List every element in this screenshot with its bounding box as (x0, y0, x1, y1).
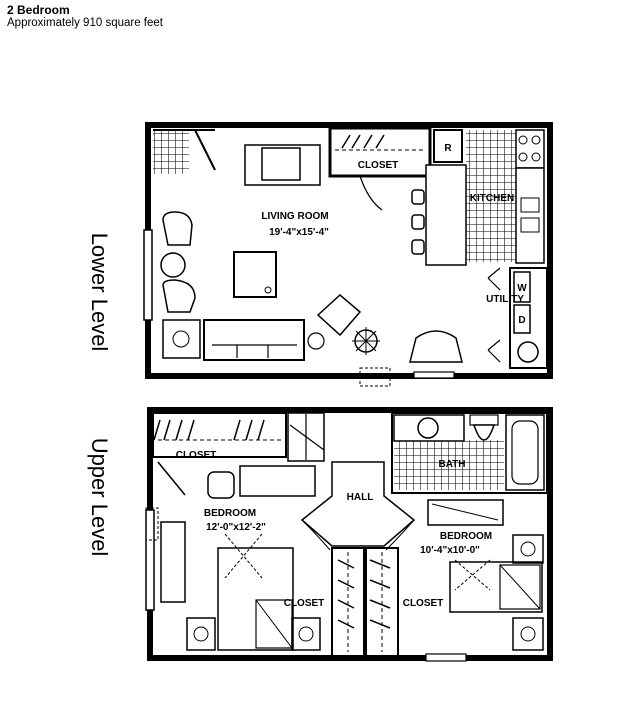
sink (417, 417, 439, 439)
vanity (393, 414, 465, 442)
bed (217, 547, 294, 651)
chair (207, 471, 235, 499)
nightstand (512, 534, 544, 564)
upper-level-label: Upper Level (87, 438, 112, 557)
hall-label: HALL (347, 492, 374, 503)
kitchen-peninsula (425, 164, 467, 266)
bedroom1-dims: 12'-0"x12'-2" (206, 522, 266, 533)
stair-tiles (153, 130, 189, 174)
living-room-dims: 19'-4"x15'-4" (269, 227, 329, 238)
refrigerator (433, 129, 463, 163)
toilet-tank (469, 414, 499, 426)
closet-bedroom2-label: CLOSET (403, 598, 444, 609)
chair (162, 279, 196, 313)
living-room-label: LIVING ROOM (261, 211, 328, 222)
sofa (203, 319, 305, 361)
water-heater (517, 341, 539, 363)
closet-lower-label: CLOSET (358, 160, 399, 171)
toilet (472, 424, 496, 441)
hall-outline (300, 461, 416, 547)
closet-bedroom1-label: CLOSET (284, 598, 325, 609)
bath-tiles (394, 440, 504, 490)
dresser (239, 465, 316, 497)
bedroom2-dims: 10'-4"x10'-0" (420, 545, 480, 556)
nightstand (512, 617, 544, 651)
closet-bedroom2 (365, 547, 399, 657)
bar-stool (411, 189, 425, 205)
utility-room (509, 267, 548, 369)
bath-label: BATH (438, 459, 465, 470)
stairs (287, 412, 325, 462)
window (143, 229, 153, 321)
armchair (244, 144, 321, 186)
end-table (162, 319, 201, 359)
dresser (427, 499, 504, 526)
kitchen-label: KITCHEN (470, 193, 514, 204)
armchair (316, 294, 362, 337)
bedroom1-label: BEDROOM (204, 508, 256, 519)
plan-title: 2 Bedroom (7, 3, 70, 17)
refrigerator-label: R (444, 143, 452, 154)
bathroom (391, 412, 548, 494)
utility-label: UTILITY (486, 294, 524, 305)
front-door (359, 367, 391, 387)
chair (162, 211, 193, 246)
dining-table (409, 330, 463, 363)
window (145, 509, 155, 611)
bar-stool (411, 239, 425, 255)
window (425, 653, 467, 662)
lower-level-label: Lower Level (87, 233, 112, 352)
coffee-table (233, 251, 277, 298)
bar-stool (411, 214, 425, 230)
side-table (160, 252, 186, 278)
bedroom2-label: BEDROOM (440, 531, 492, 542)
dryer (513, 304, 531, 334)
nightstand (291, 617, 321, 651)
lower-level-plan: CLOSET R KITCHEN LIVING ROOM 19'-4"x15'-… (143, 122, 553, 387)
kitchen-tiles (466, 130, 516, 262)
kitchen-counter (515, 167, 545, 264)
closet-upper-label: CLOSET (176, 450, 217, 461)
closet-upper (152, 412, 287, 458)
upper-level-plan: CLOSET BEDROOM 12'-0"x12'-2" HALL CLOSET… (145, 407, 553, 662)
closet-bedroom1 (331, 547, 365, 657)
plan-subtitle: Approximately 910 square feet (7, 17, 163, 29)
washer-label: W (517, 283, 527, 294)
bed (449, 561, 543, 613)
closet-lower (328, 126, 432, 178)
desk (160, 521, 186, 603)
dryer-label: D (518, 315, 525, 326)
washer (513, 271, 531, 303)
nightstand (186, 617, 216, 651)
stove (515, 129, 545, 169)
